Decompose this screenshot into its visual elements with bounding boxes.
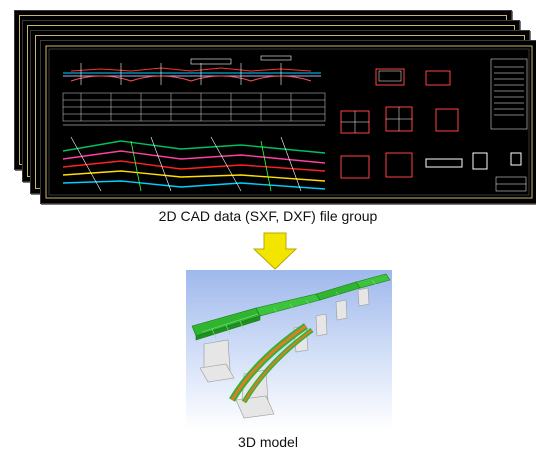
cad-data-caption: 2D CAD data (SXF, DXF) file group bbox=[158, 208, 378, 224]
schedule-table bbox=[62, 92, 326, 126]
3d-model-rendering bbox=[186, 270, 392, 430]
cad-sheet-front bbox=[40, 40, 536, 204]
down-arrow-icon bbox=[253, 232, 297, 270]
elevation-drawing bbox=[63, 55, 321, 85]
bridge-deck bbox=[191, 273, 391, 341]
curved-girder bbox=[228, 323, 314, 404]
plan-drawing bbox=[62, 136, 326, 192]
title-block bbox=[490, 58, 528, 192]
3d-model-caption: 3D model bbox=[238, 434, 298, 450]
cad-drawing-illustration bbox=[45, 45, 533, 199]
cad-drawing-stack bbox=[0, 0, 536, 210]
section-details bbox=[340, 68, 522, 179]
